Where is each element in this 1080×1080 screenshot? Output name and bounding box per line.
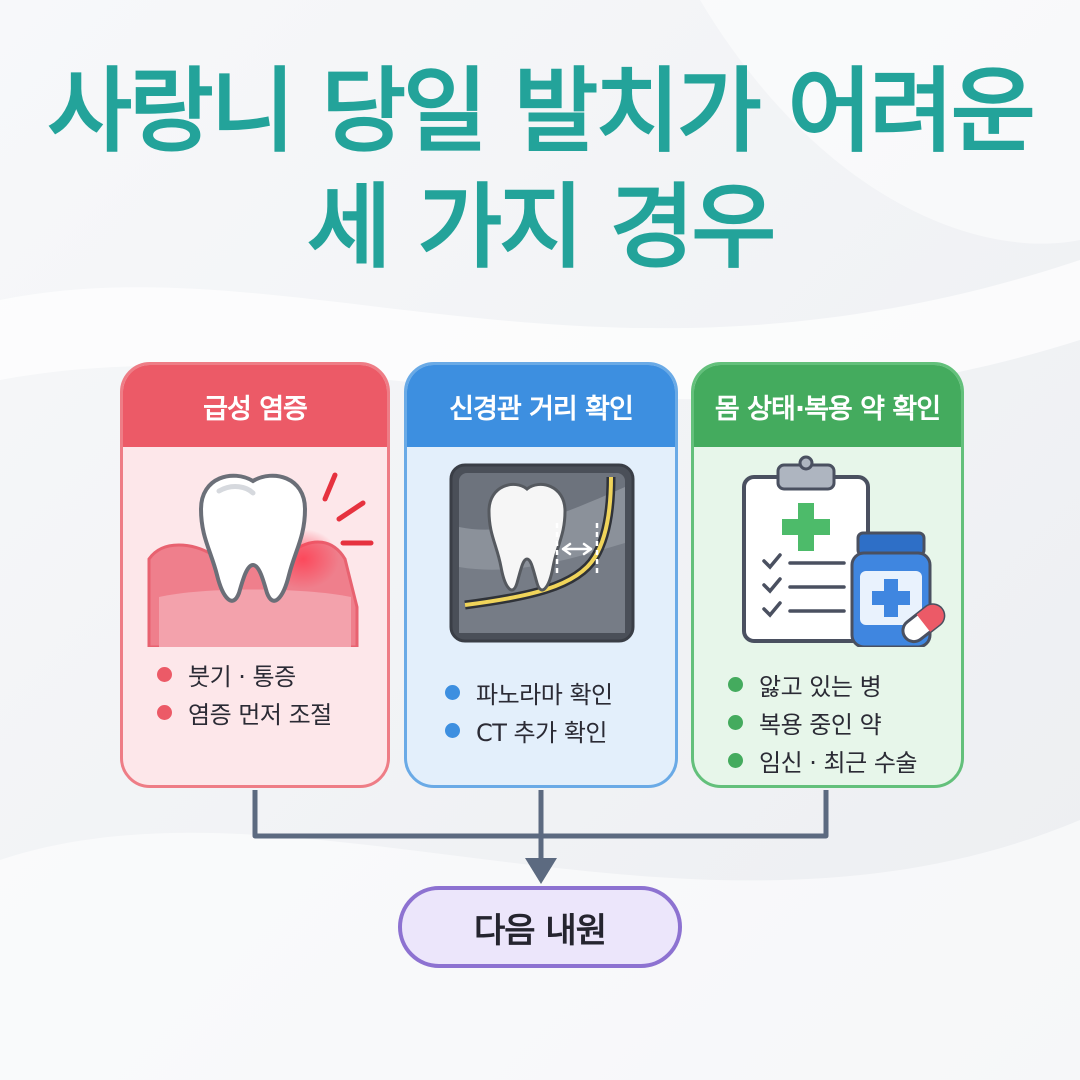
list-item: 파노라마 확인 [445,673,613,711]
list-item: 염증 먼저 조절 [157,693,332,731]
card-acute-inflammation: 급성 염증 붓기 · 통증 염증 먼저 조절 [120,362,390,788]
inflamed-tooth-icon [147,472,374,647]
bullet-dot [157,666,172,682]
page-title-line2: 세 가지 경우 [306,174,776,281]
card-heading: 신경관 거리 확인 [407,365,675,447]
list-item: CT 추가 확인 [445,711,613,749]
clipboard-medicine-icon [742,455,946,647]
page-title-line1: 사랑니 당일 발치가 어려운 [47,58,1035,165]
list-item: 앓고 있는 병 [728,665,917,703]
card-heading: 급성 염증 [123,365,387,447]
bullet-dot [157,704,172,720]
list-item: 복용 중인 약 [728,703,917,741]
bullet-dot [728,752,743,768]
card-heading: 몸 상태·복용 약 확인 [694,365,961,447]
card-health-medication-check: 몸 상태·복용 약 확인 앓고 있는 병 복용 중인 약 임신 · 최 [691,362,964,788]
list-item: 임신 · 최근 수술 [728,741,918,779]
next-visit-node: 다음 내원 [398,886,682,968]
list-item: 붓기 · 통증 [157,655,332,693]
bullet-dot [445,722,460,738]
card-nerve-canal-distance: 신경관 거리 확인 파노라마 확인 CT 추가 확인 [404,362,678,788]
bullet-dot [728,676,743,692]
bullet-dot [728,714,743,730]
bullet-dot [445,684,460,700]
xray-nerve-distance-icon [449,463,635,643]
arrow-down-icon [525,858,557,884]
